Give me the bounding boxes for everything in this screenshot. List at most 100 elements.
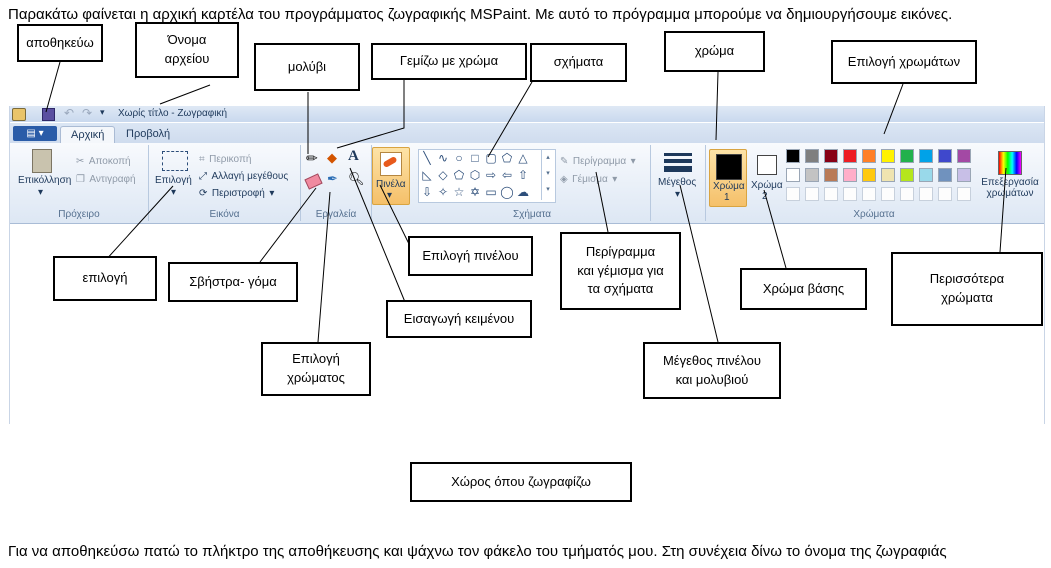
palette-swatch[interactable] — [957, 149, 971, 163]
down-arrow-shape-icon[interactable]: ⇩ — [421, 185, 433, 199]
palette-swatch[interactable] — [843, 149, 857, 163]
brushes-button[interactable]: Πινέλα ▾ — [372, 147, 410, 205]
four-point-star-shape-icon[interactable]: ✧ — [437, 185, 449, 199]
customize-qat-icon[interactable]: ▾ — [100, 107, 105, 117]
callout-shapes-text: σχήματα — [553, 54, 604, 70]
color1-number: 1 — [724, 192, 730, 203]
size-button[interactable]: Μέγεθος ▾ — [655, 149, 701, 205]
hexagon-shape-icon[interactable]: ⬡ — [469, 168, 481, 182]
crop-button[interactable]: ⌗ Περικοπή — [199, 149, 251, 167]
left-arrow-shape-icon[interactable]: ⇦ — [501, 168, 513, 182]
palette-swatch[interactable] — [843, 187, 857, 201]
tab-view[interactable]: Προβολή — [126, 128, 171, 140]
palette-swatch[interactable] — [881, 187, 895, 201]
rounded-callout-shape-icon[interactable]: ▭ — [485, 185, 497, 199]
right-triangle-shape-icon[interactable]: ◺ — [422, 168, 432, 182]
curve-shape-icon[interactable]: ∿ — [437, 151, 449, 165]
palette-swatch[interactable] — [786, 149, 800, 163]
palette-swatch[interactable] — [900, 187, 914, 201]
palette-swatch[interactable] — [862, 168, 876, 182]
palette-swatch[interactable] — [824, 187, 838, 201]
palette-swatch[interactable] — [919, 168, 933, 182]
palette-swatch[interactable] — [900, 168, 914, 182]
callout-filename-line2: αρχείου — [164, 51, 210, 66]
shapes-gallery[interactable]: ╲ ∿ ○ □ ▢ ⬠ △ ◺ ◇ ⬠ ⬡ ⇨ ⇦ ⇧ ⇩ ✧ ☆ ✡ ▭ ◯ — [418, 149, 556, 203]
palette-swatch[interactable] — [957, 187, 971, 201]
palette-swatch[interactable] — [862, 187, 876, 201]
palette-swatch[interactable] — [938, 149, 952, 163]
five-point-star-shape-icon[interactable]: ☆ — [453, 185, 465, 199]
diamond-shape-icon[interactable]: ◇ — [438, 168, 448, 182]
pointer-save — [45, 61, 61, 113]
palette-swatch[interactable] — [786, 187, 800, 201]
palette-swatch[interactable] — [881, 149, 895, 163]
copy-button[interactable]: ❐ Αντιγραφή — [76, 169, 136, 187]
palette-swatch[interactable] — [824, 168, 838, 182]
color-spectrum-icon — [998, 151, 1022, 175]
palette-swatch[interactable] — [900, 149, 914, 163]
paste-button[interactable]: Επικόλληση ▾ — [18, 147, 71, 199]
palette-swatch[interactable] — [938, 187, 952, 201]
eraser-tool[interactable] — [304, 172, 324, 190]
callout-select-text: επιλογή — [82, 270, 128, 286]
rotate-button[interactable]: ⟳ Περιστροφή ▾ — [199, 183, 274, 201]
shapes-scrollbar[interactable]: ▴▾▾ — [541, 150, 554, 200]
undo-icon[interactable]: ↶ — [64, 106, 75, 120]
cloud-callout-shape-icon[interactable]: ☁ — [517, 185, 529, 199]
pointer-filename — [159, 84, 211, 105]
rounded-rectangle-shape-icon[interactable]: ▢ — [485, 151, 497, 165]
paint-menu-button[interactable]: ▤ ▾ — [13, 126, 57, 141]
fill-button[interactable]: ◈ Γέμισμα ▾ — [560, 169, 617, 187]
callout-outline-fill-line3: τα σχήματα — [587, 281, 654, 297]
palette-swatch[interactable] — [938, 168, 952, 182]
palette-swatch[interactable] — [919, 149, 933, 163]
palette-swatch[interactable] — [862, 149, 876, 163]
six-point-star-shape-icon[interactable]: ✡ — [469, 185, 481, 199]
palette-swatch[interactable] — [805, 187, 819, 201]
brushes-dropdown-icon: ▾ — [387, 190, 393, 201]
polygon-shape-icon[interactable]: ⬠ — [501, 151, 513, 165]
palette-swatch[interactable] — [957, 168, 971, 182]
palette-swatch[interactable] — [919, 187, 933, 201]
callout-fill-text: Γεμίζω με χρώμα — [399, 53, 499, 69]
color-picker-tool[interactable]: ✒ — [327, 171, 338, 186]
cut-button[interactable]: ✂ Αποκοπή — [76, 151, 131, 169]
triangle-shape-icon[interactable]: △ — [518, 151, 528, 165]
fill-tool[interactable]: ◆ — [327, 150, 337, 165]
outline-button[interactable]: ✎ Περίγραμμα ▾ — [560, 151, 636, 169]
resize-button[interactable]: ⤢ Αλλαγή μεγέθους — [199, 166, 288, 184]
cut-label: Αποκοπή — [88, 156, 131, 167]
color-palette — [786, 149, 982, 209]
tab-home[interactable]: Αρχική — [60, 126, 116, 143]
palette-swatch[interactable] — [843, 168, 857, 182]
palette-swatch[interactable] — [786, 168, 800, 182]
text-tool[interactable]: A — [348, 148, 359, 164]
pentagon-shape-icon[interactable]: ⬠ — [453, 168, 465, 182]
edit-colors-button[interactable]: Επεξεργασία χρωμάτων — [980, 149, 1040, 205]
shape-fill-icon: ◈ — [560, 174, 568, 185]
color2-button[interactable]: Χρώμα 2 — [748, 149, 784, 205]
redo-icon[interactable]: ↷ — [82, 106, 93, 120]
palette-swatch[interactable] — [805, 149, 819, 163]
brushes-label: Πινέλα — [376, 179, 406, 190]
select-button[interactable]: Επιλογή ▾ — [153, 147, 195, 199]
right-arrow-shape-icon[interactable]: ⇨ — [485, 168, 497, 182]
save-icon[interactable] — [42, 108, 55, 121]
callout-base-color-text: Χρώμα βάσης — [762, 280, 845, 296]
magnifier-tool[interactable]: 🔍︎ — [348, 171, 365, 186]
color2-label: Χρώμα — [751, 180, 783, 191]
callout-brush-size-line2: και μολυβιού — [675, 371, 749, 387]
pencil-tool[interactable]: ✏ — [306, 150, 318, 166]
oval-shape-icon[interactable]: ○ — [455, 151, 463, 165]
line-shape-icon[interactable]: ╲ — [423, 151, 431, 165]
palette-swatch[interactable] — [824, 149, 838, 163]
resize-label: Αλλαγή μεγέθους — [211, 171, 289, 182]
palette-swatch[interactable] — [881, 168, 895, 182]
up-arrow-shape-icon[interactable]: ⇧ — [517, 168, 529, 182]
oval-callout-shape-icon[interactable]: ◯ — [500, 185, 514, 199]
rectangle-shape-icon[interactable]: □ — [471, 151, 479, 165]
palette-swatch[interactable] — [805, 168, 819, 182]
color1-button[interactable]: Χρώμα 1 — [709, 149, 747, 207]
callout-color-pick-line1: Επιλογή — [292, 351, 340, 367]
